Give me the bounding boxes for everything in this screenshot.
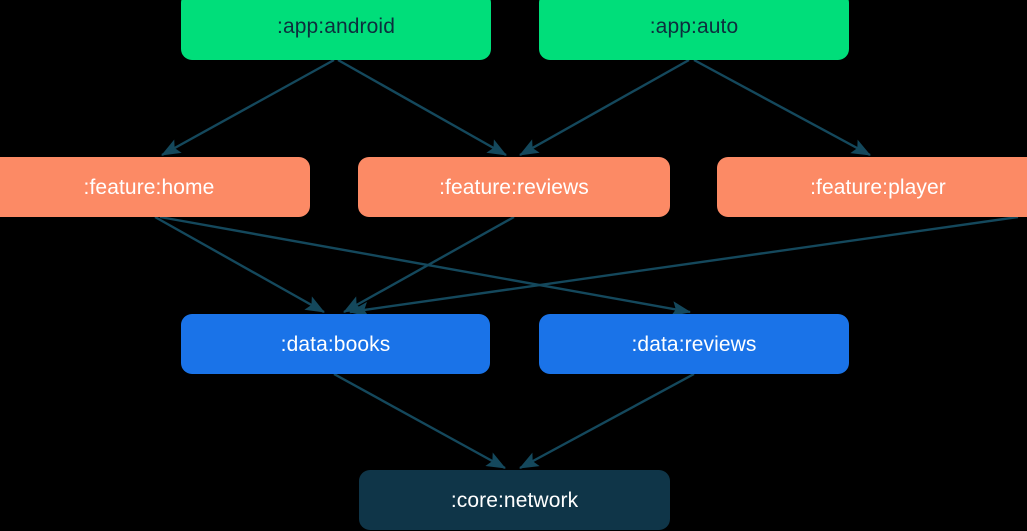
graph-node-feature-player[interactable]: :feature:player [717, 157, 1027, 217]
graph-edge-feature-reviews-to-data-books [343, 215, 515, 314]
graph-edge-feature-player-to-data-books [349, 215, 1019, 318]
graph-node-data-books[interactable]: :data:books [181, 314, 490, 374]
graph-node-app-auto[interactable]: :app:auto [539, 0, 849, 60]
graph-node-label: :data:books [280, 332, 391, 356]
graph-edge-app-auto-to-feature-reviews [519, 58, 690, 157]
graph-node-label: :feature:reviews [439, 175, 589, 199]
graph-edge-app-android-to-feature-home [161, 58, 335, 157]
graph-node-app-android[interactable]: :app:android [181, 0, 491, 60]
graph-node-feature-home[interactable]: :feature:home [0, 157, 310, 217]
graph-edge-data-books-to-core-network [333, 372, 506, 470]
graph-node-data-reviews[interactable]: :data:reviews [539, 314, 849, 374]
graph-node-label: :app:android [277, 14, 395, 38]
graph-node-label: :data:reviews [631, 332, 757, 356]
graph-node-label: :feature:player [810, 175, 946, 199]
graph-node-label: :app:auto [649, 14, 739, 38]
graph-edge-app-android-to-feature-reviews [337, 58, 507, 157]
graph-node-label: :core:network [450, 488, 579, 512]
graph-node-feature-reviews[interactable]: :feature:reviews [358, 157, 670, 217]
graph-node-label: :feature:home [83, 175, 215, 199]
graph-edge-app-auto-to-feature-player [693, 58, 871, 157]
graph-edge-data-reviews-to-core-network [519, 372, 695, 470]
graph-edge-feature-home-to-data-books [154, 215, 325, 314]
graph-node-core-network[interactable]: :core:network [359, 470, 670, 530]
edge-group [154, 58, 1019, 470]
graph-edge-feature-home-to-data-reviews [159, 215, 691, 317]
